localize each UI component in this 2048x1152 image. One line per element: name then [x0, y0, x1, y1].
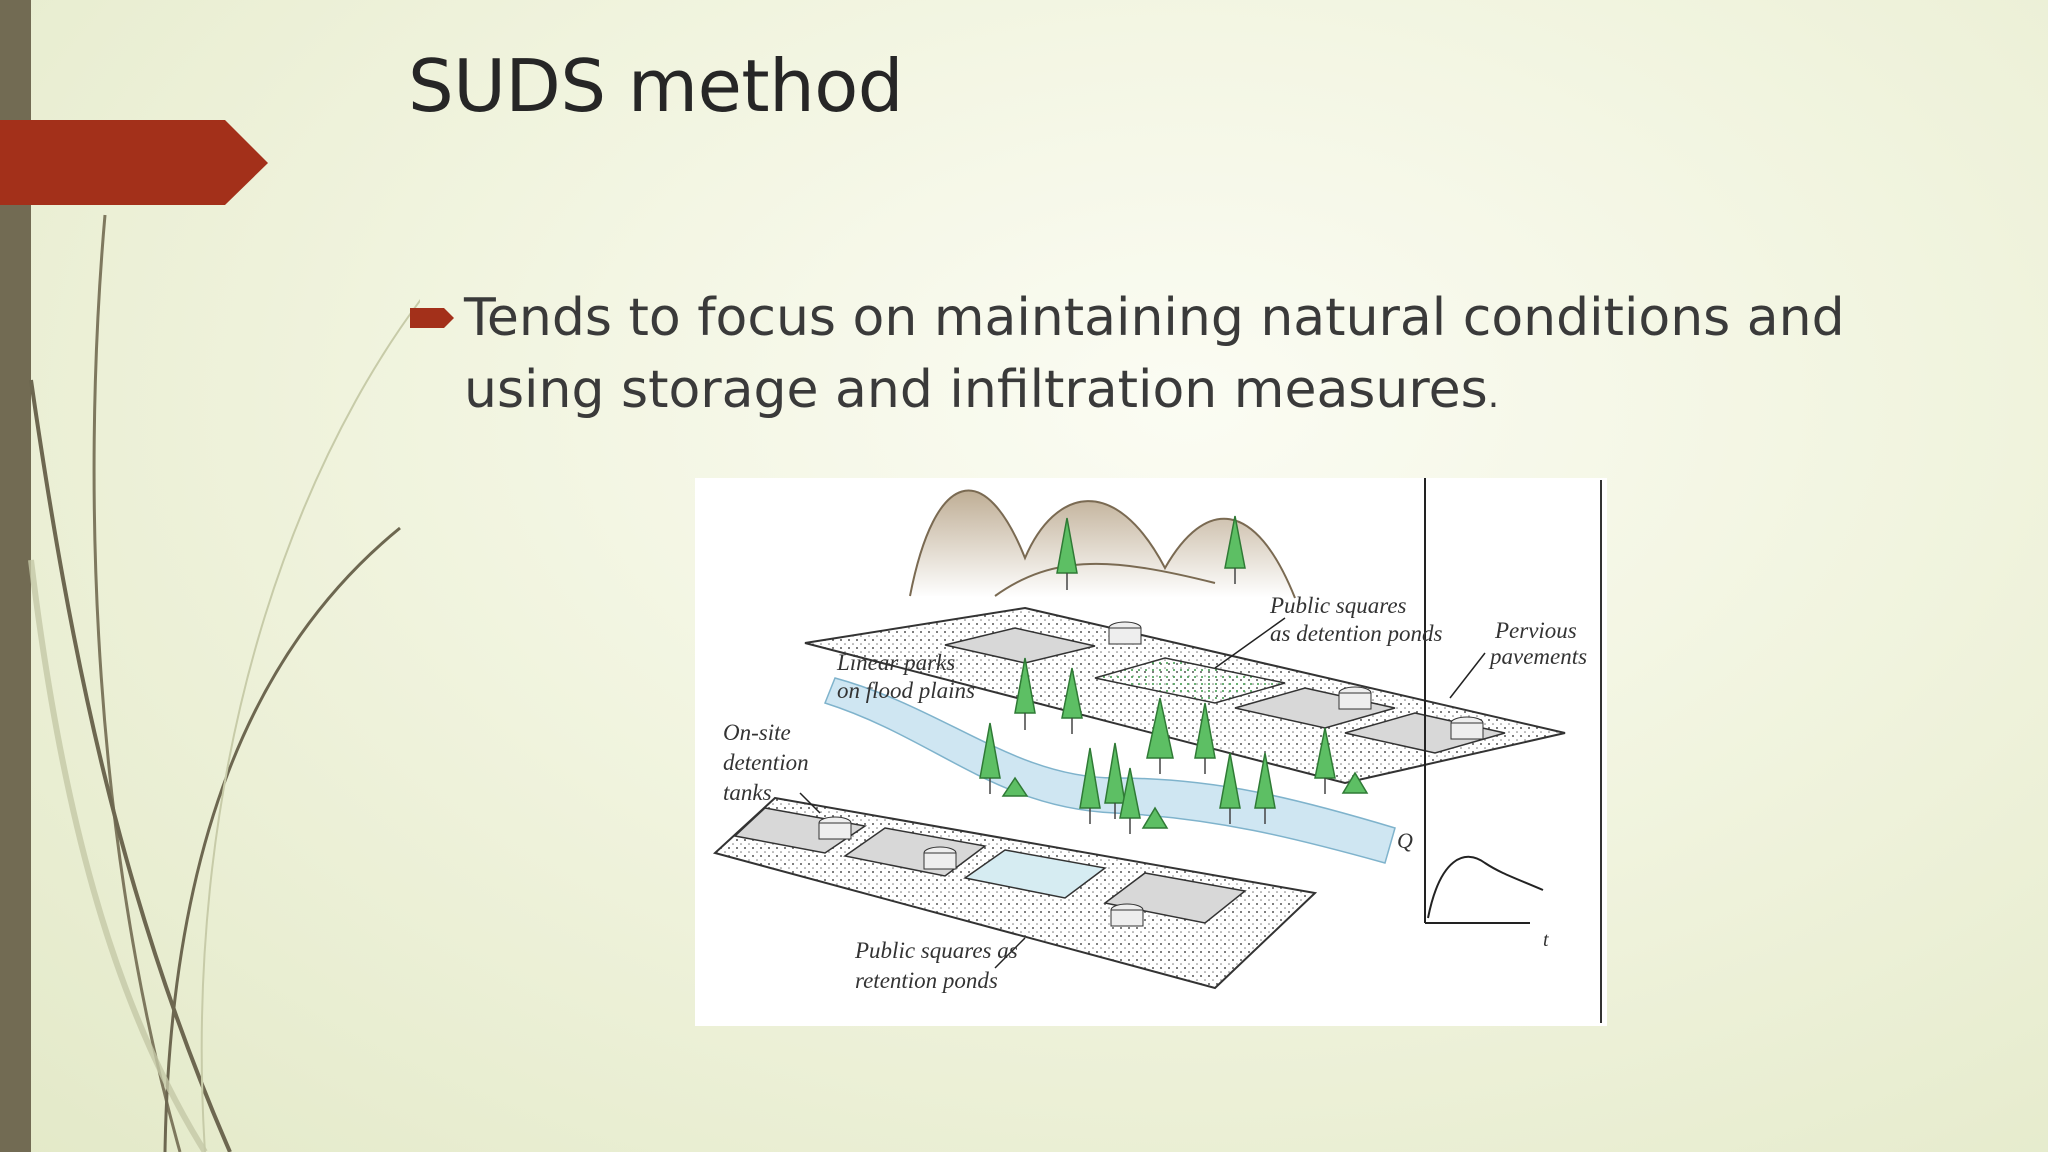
- leader-lines: [799, 617, 1486, 969]
- arrow-bullet-icon: [410, 308, 454, 328]
- label-linear-parks-2: on flood plains: [837, 678, 975, 703]
- graph-x-label: t: [1543, 929, 1549, 951]
- label-pervious-2: pavements: [1488, 644, 1587, 669]
- suds-diagram: Q t Public squares as detention ponds Pe…: [695, 478, 1607, 1026]
- decorative-curves: [28, 214, 420, 1152]
- hydrograph: Q t: [1397, 478, 1549, 951]
- hills: [909, 489, 1296, 599]
- river: [824, 677, 1396, 864]
- lower-block: [712, 796, 1318, 990]
- label-public-retention-1: Public squares as: [854, 938, 1018, 963]
- label-pervious-1: Pervious: [1494, 618, 1577, 643]
- bullet-period: .: [1487, 375, 1500, 416]
- bullet-text: Tends to focus on maintaining natural co…: [464, 288, 1845, 420]
- label-linear-parks-1: Linear parks: [836, 650, 955, 675]
- label-public-retention-2: retention ponds: [855, 968, 998, 993]
- label-public-detention-1: Public squares: [1269, 593, 1407, 618]
- label-onsite-2: detention: [723, 750, 809, 775]
- label-public-detention-2: as detention ponds: [1270, 621, 1443, 646]
- slide-title: SUDS method: [408, 44, 903, 128]
- graph-y-label: Q: [1397, 828, 1413, 853]
- label-onsite-3: tanks: [723, 780, 772, 805]
- label-onsite-1: On-site: [723, 720, 791, 745]
- trees: [979, 515, 1369, 834]
